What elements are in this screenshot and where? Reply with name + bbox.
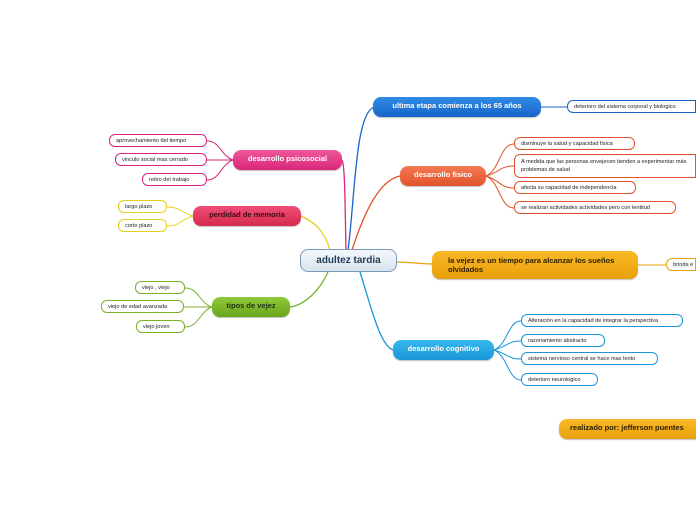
link-central-la-vejez <box>396 261 433 265</box>
topic-realizado-por[interactable]: realizado por: jefferson puentes <box>559 419 696 439</box>
central-topic[interactable]: adultez tardia <box>300 249 397 272</box>
subtopic-vinculo-social[interactable]: vinculo social mas cerrado <box>115 153 207 166</box>
link-fisico-sub-2 <box>485 175 515 189</box>
subtopic-viejo-viejo[interactable]: viejo , viejo <box>135 281 185 294</box>
topic-la-vejez[interactable]: la vejez es un tiempo para alcanzar los … <box>432 251 638 279</box>
link-cognitivo-sub-2 <box>493 349 522 360</box>
subtopic-alteracion-perspectiva[interactable]: Alteración en la capacidad de integrar l… <box>521 314 683 327</box>
link-psicosocial-sub-2 <box>206 159 234 181</box>
topic-desarrollo-fisico[interactable]: desarrollo fisico <box>400 166 486 186</box>
subtopic-largo-plazo[interactable]: largo plazo <box>118 200 167 213</box>
topic-ultima-etapa[interactable]: ultima etapa comienza a los 65 años <box>373 97 541 117</box>
link-fisico-sub-0 <box>485 143 515 177</box>
link-fisico-sub-3 <box>485 175 515 209</box>
topic-desarrollo-cognitivo[interactable]: desarrollo cognitivo <box>393 340 494 360</box>
subtopic-brinda[interactable]: brinda e <box>666 258 696 271</box>
link-cognitivo-sub-0 <box>493 320 522 351</box>
link-memoria-sub-0 <box>166 206 194 217</box>
link-psicosocial-sub-0 <box>206 140 234 161</box>
link-tipos-sub-0 <box>184 287 213 308</box>
subtopic-sistema-nervioso[interactable]: sistema nervioso central se hace mas len… <box>521 352 658 365</box>
subtopic-actividades-lentitud[interactable]: se realizan actividades actividades pero… <box>514 201 676 214</box>
link-cognitivo-sub-3 <box>493 349 522 381</box>
subtopic-viejo-joven[interactable]: viejo joven <box>136 320 185 333</box>
subtopic-viejo-edad-avanzada[interactable]: viejo de edad avanzada <box>101 300 184 313</box>
topic-perdidad-memoria[interactable]: perdidad de memoria <box>193 206 301 226</box>
subtopic-disminuye-salud[interactable]: disminuye la salud y capacidad fisica <box>514 137 635 150</box>
subtopic-razonamiento-abstracto[interactable]: razonamiento abstracto <box>521 334 605 347</box>
subtopic-aprovechamiento-tiempo[interactable]: aprovechamiento del tiempo <box>109 134 207 147</box>
topic-desarrollo-psicosocial[interactable]: desarrollo psicosocial <box>233 150 342 170</box>
subtopic-deterioro-sistema[interactable]: deterioro del sistema corporal y biologi… <box>567 100 696 113</box>
link-central-perdidad-memoria <box>300 215 331 251</box>
link-central-ultima-etapa <box>347 106 376 251</box>
topic-tipos-vejez[interactable]: tipos de vejez <box>212 297 290 317</box>
link-memoria-sub-1 <box>166 215 194 227</box>
link-central-desarrollo-fisico <box>351 175 401 251</box>
link-tipos-sub-2 <box>184 306 213 328</box>
subtopic-corto-plazo[interactable]: corto plazo <box>118 219 167 232</box>
link-fisico-sub-1 <box>485 165 515 177</box>
link-central-desarrollo-psicosocial <box>341 159 347 251</box>
subtopic-capacidad-independencia[interactable]: afecta su capacidad de independencia <box>514 181 636 194</box>
link-cognitivo-sub-1 <box>493 340 522 351</box>
link-central-desarrollo-cognitivo <box>359 271 394 351</box>
subtopic-deterioro-neurologico[interactable]: deterioro neurologico <box>521 373 598 386</box>
subtopic-retiro-trabajo[interactable]: retiro del trabajo <box>142 173 207 186</box>
link-central-tipos-vejez <box>289 271 329 308</box>
subtopic-mas-problemas-salud[interactable]: A medida que las personas envejecen tien… <box>514 154 696 178</box>
